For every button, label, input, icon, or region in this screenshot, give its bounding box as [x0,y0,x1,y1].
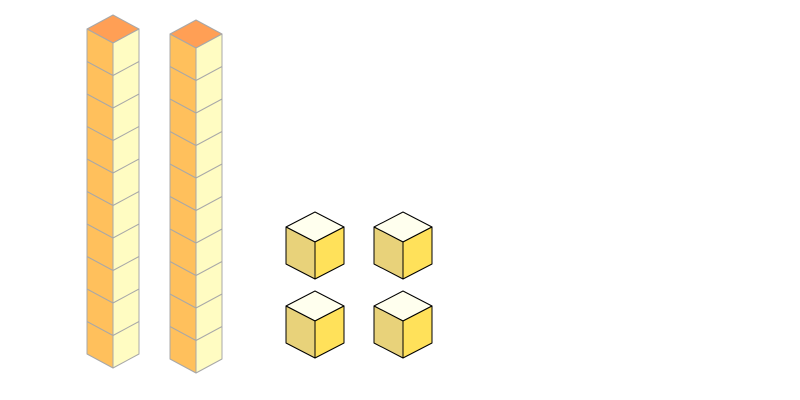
rod-unit-line [195,66,223,81]
rod-unit-line [169,326,197,341]
cube-right-face [314,226,345,280]
rod-unit-line [86,288,114,304]
rod-unit-line [195,293,223,309]
rod-unit-line [195,261,223,276]
rod-unit-line [112,126,140,141]
rod-unit-line [112,61,140,76]
rod-unit-line [112,223,140,239]
rod-unit-line [169,293,197,309]
rod-unit-line [169,98,197,114]
rod-unit-line [112,191,140,206]
tens-rod [86,14,140,369]
tens-rods [86,14,223,374]
cube-right-face [402,305,433,359]
rod-unit-line [112,256,140,271]
rod-unit-line [86,93,114,109]
rod-unit-line [195,131,223,146]
rod-unit-line [169,261,197,276]
rod-unit-line [86,158,114,174]
unit-cube [285,290,345,359]
rod-unit-line [195,228,223,244]
rod-unit-line [169,66,197,81]
rod-unit-line [195,196,223,211]
cube-right-face [314,305,345,359]
rod-unit-line [86,321,114,336]
tens-rod [169,19,223,374]
rod-unit-line [169,131,197,146]
unit-cubes [285,211,433,359]
unit-cube [285,211,345,280]
rod-unit-line [195,98,223,114]
rod-unit-line [112,93,140,109]
rod-unit-line [195,163,223,179]
rod-unit-line [86,191,114,206]
rod-unit-line [86,256,114,271]
rod-unit-line [112,321,140,336]
rod-unit-line [112,158,140,174]
cube-right-face [402,226,433,280]
rod-unit-line [169,228,197,244]
rod-unit-line [169,163,197,179]
unit-cube [373,290,433,359]
unit-cube [373,211,433,280]
rod-unit-line [86,61,114,76]
rod-unit-line [169,196,197,211]
rod-unit-line [195,326,223,341]
rod-unit-line [86,126,114,141]
rod-unit-line [112,288,140,304]
rod-unit-line [86,223,114,239]
